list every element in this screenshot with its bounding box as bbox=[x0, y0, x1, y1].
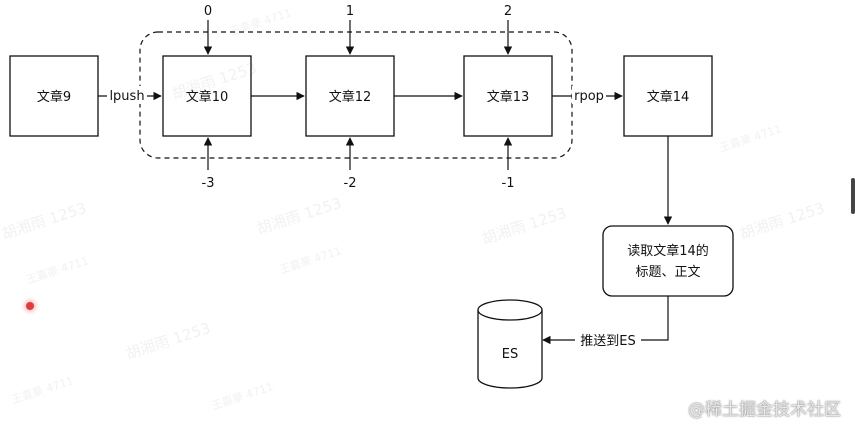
node-article-9-label: 文章9 bbox=[37, 89, 71, 105]
scrollbar-thumb[interactable] bbox=[851, 178, 855, 214]
es-cylinder-body bbox=[477, 310, 543, 389]
edge-push-es-label-bg bbox=[575, 330, 641, 349]
cursor-indicator bbox=[26, 302, 34, 310]
node-article-10-label: 文章10 bbox=[186, 89, 229, 105]
index-negative-3: -3 bbox=[202, 176, 215, 191]
edge-push-es-label: 推送到ES bbox=[580, 334, 635, 349]
node-article-13-label: 文章13 bbox=[487, 89, 530, 105]
node-article-10 bbox=[162, 55, 252, 137]
edge-lpush-label: lpush bbox=[109, 89, 144, 104]
node-article-14-label: 文章14 bbox=[647, 89, 690, 105]
node-article-9 bbox=[9, 55, 99, 137]
edge-rpop-label: rpop bbox=[574, 89, 604, 104]
process-read-title-body bbox=[602, 225, 734, 297]
es-cylinder-top bbox=[477, 299, 543, 321]
brand-watermark: @稀土掘金技术社区 bbox=[688, 400, 841, 420]
index-positive-1: 1 bbox=[346, 4, 354, 19]
node-article-13 bbox=[463, 55, 553, 137]
process-line-1: 读取文章14的 bbox=[627, 243, 709, 259]
index-negative-1: -1 bbox=[502, 176, 515, 191]
edge-rpop-label-bg bbox=[572, 86, 606, 104]
index-positive-0: 0 bbox=[204, 4, 212, 19]
index-negative-2: -2 bbox=[344, 176, 357, 191]
edge-lpush-label-bg bbox=[107, 86, 147, 104]
index-positive-2: 2 bbox=[504, 4, 512, 19]
node-article-12-label: 文章12 bbox=[329, 89, 372, 105]
es-label: ES bbox=[502, 347, 518, 362]
process-line-2: 标题、正文 bbox=[635, 265, 700, 280]
